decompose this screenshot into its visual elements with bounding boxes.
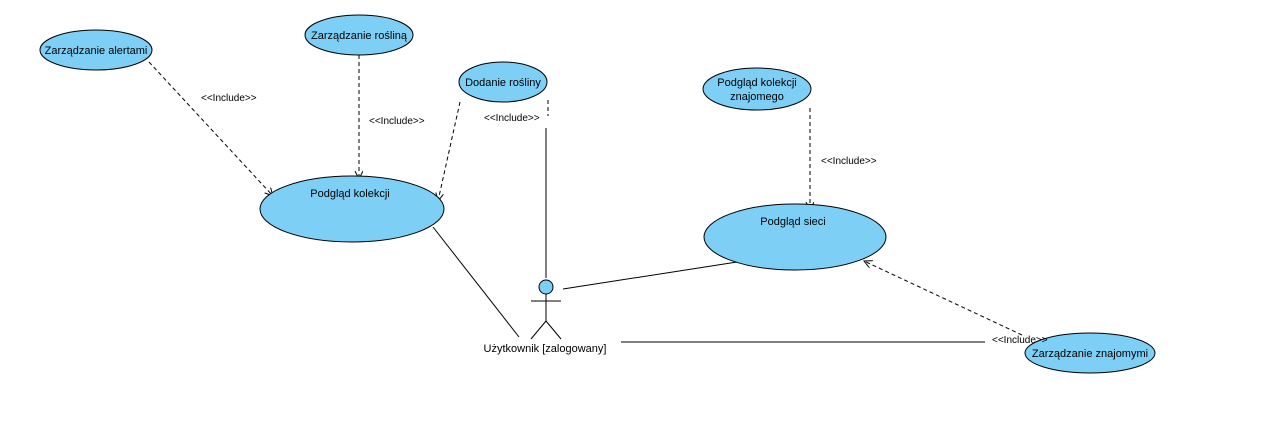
use-case-friend-collection-label-1: Podgląd kolekcji <box>717 77 797 89</box>
association-actor-network <box>562 261 738 290</box>
use-case-alerts[interactable] <box>39 29 153 71</box>
use-case-friends[interactable] <box>1024 332 1156 374</box>
use-case-collection-label: Podgląd kolekcji <box>310 188 390 200</box>
association-collection-actor <box>432 226 520 338</box>
use-case-friend-collection-label-2: znajomego <box>730 91 784 103</box>
include-label-alerts: <<Include>> <box>201 93 257 104</box>
use-case-network[interactable] <box>703 203 887 271</box>
use-case-add-plant[interactable] <box>458 61 548 103</box>
include-label-friends: <<Include>> <box>992 335 1048 346</box>
use-case-add-plant-label: Dodanie rośliny <box>465 77 541 89</box>
include-friends-network <box>864 261 1023 336</box>
use-case-network-label: Podgląd sieci <box>760 216 825 228</box>
include-label-friend-collection: <<Include>> <box>821 156 877 167</box>
use-case-plant[interactable] <box>304 14 414 56</box>
use-case-plant-label: Zarządzanie rośliną <box>311 30 408 42</box>
actor-user-icon[interactable] <box>530 279 562 340</box>
use-case-friends-label: Zarządzanie znajomymi <box>1032 348 1148 360</box>
include-addplant-collection <box>438 101 461 201</box>
use-case-collection[interactable] <box>259 175 445 243</box>
actor-user-label: Użytkownik [zalogowany] <box>484 343 607 355</box>
include-label-add-plant: <<Include>> <box>484 113 540 124</box>
use-case-alerts-label: Zarządzanie alertami <box>45 45 148 57</box>
use-case-friend-collection[interactable] <box>702 67 812 111</box>
include-alerts-collection <box>148 61 273 196</box>
include-label-plant: <<Include>> <box>369 116 425 127</box>
